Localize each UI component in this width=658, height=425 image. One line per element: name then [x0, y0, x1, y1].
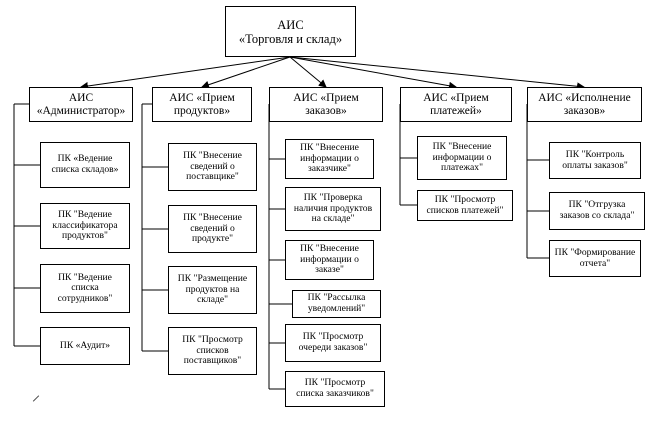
- root-arrow: [289, 56, 327, 88]
- root-arrow: [289, 56, 585, 91]
- module-box: ПК "Рассылка уведомлений": [292, 290, 381, 318]
- module-box: ПК "Внесение информации о заказчике": [285, 139, 374, 179]
- module-box: ПК "Контроль оплаты заказов": [549, 142, 641, 179]
- module-box: ПК "Просмотр очереди заказов": [285, 324, 381, 362]
- root-arrow: [289, 56, 457, 90]
- module-box: ПК "Ведение классификатора продуктов": [40, 203, 130, 249]
- root-arrow: [80, 56, 291, 90]
- module-box: ПК "Внесение сведений о поставщике": [168, 143, 257, 191]
- module-box: ПК "Внесение информации о заказе": [285, 240, 374, 280]
- root-arrow: [201, 56, 291, 89]
- module-box: ПК "Просмотр списка заказчиков": [285, 371, 385, 407]
- module-box: ПК "Отгрузка заказов со склада": [549, 192, 645, 230]
- module-box: ПК "Размещение продуктов на складе": [168, 266, 257, 314]
- module-box: ПК "Внесение сведений о продукте": [168, 205, 257, 253]
- module-box: ПК "Формирование отчета": [549, 240, 641, 277]
- module-box: ПК "Внесение информации о платежах": [417, 136, 507, 180]
- module-box: ПК "Просмотр списков поставщиков": [168, 327, 257, 375]
- module-box: ПК "Проверка наличия продуктов на складе…: [285, 187, 381, 231]
- root-system-box: АИС «Торговля и склад»: [225, 6, 356, 57]
- system-box-administrator: АИС «Администратор»: [29, 87, 133, 122]
- system-box-product-intake: АИС «Прием продуктов»: [152, 87, 252, 122]
- module-box: ПК "Ведение списка сотрудников": [40, 264, 130, 313]
- system-box-payment-intake: АИС «Прием платежей»: [400, 87, 512, 122]
- module-box: ПК "Просмотр списков платежей": [417, 190, 513, 221]
- system-box-order-fulfillment: АИС «Исполнение заказов»: [527, 87, 642, 122]
- module-box: ПК «Аудит»: [40, 327, 130, 365]
- system-box-order-intake: АИС «Прием заказов»: [269, 87, 383, 122]
- module-box: ПК «Ведение списка складов»: [40, 142, 130, 188]
